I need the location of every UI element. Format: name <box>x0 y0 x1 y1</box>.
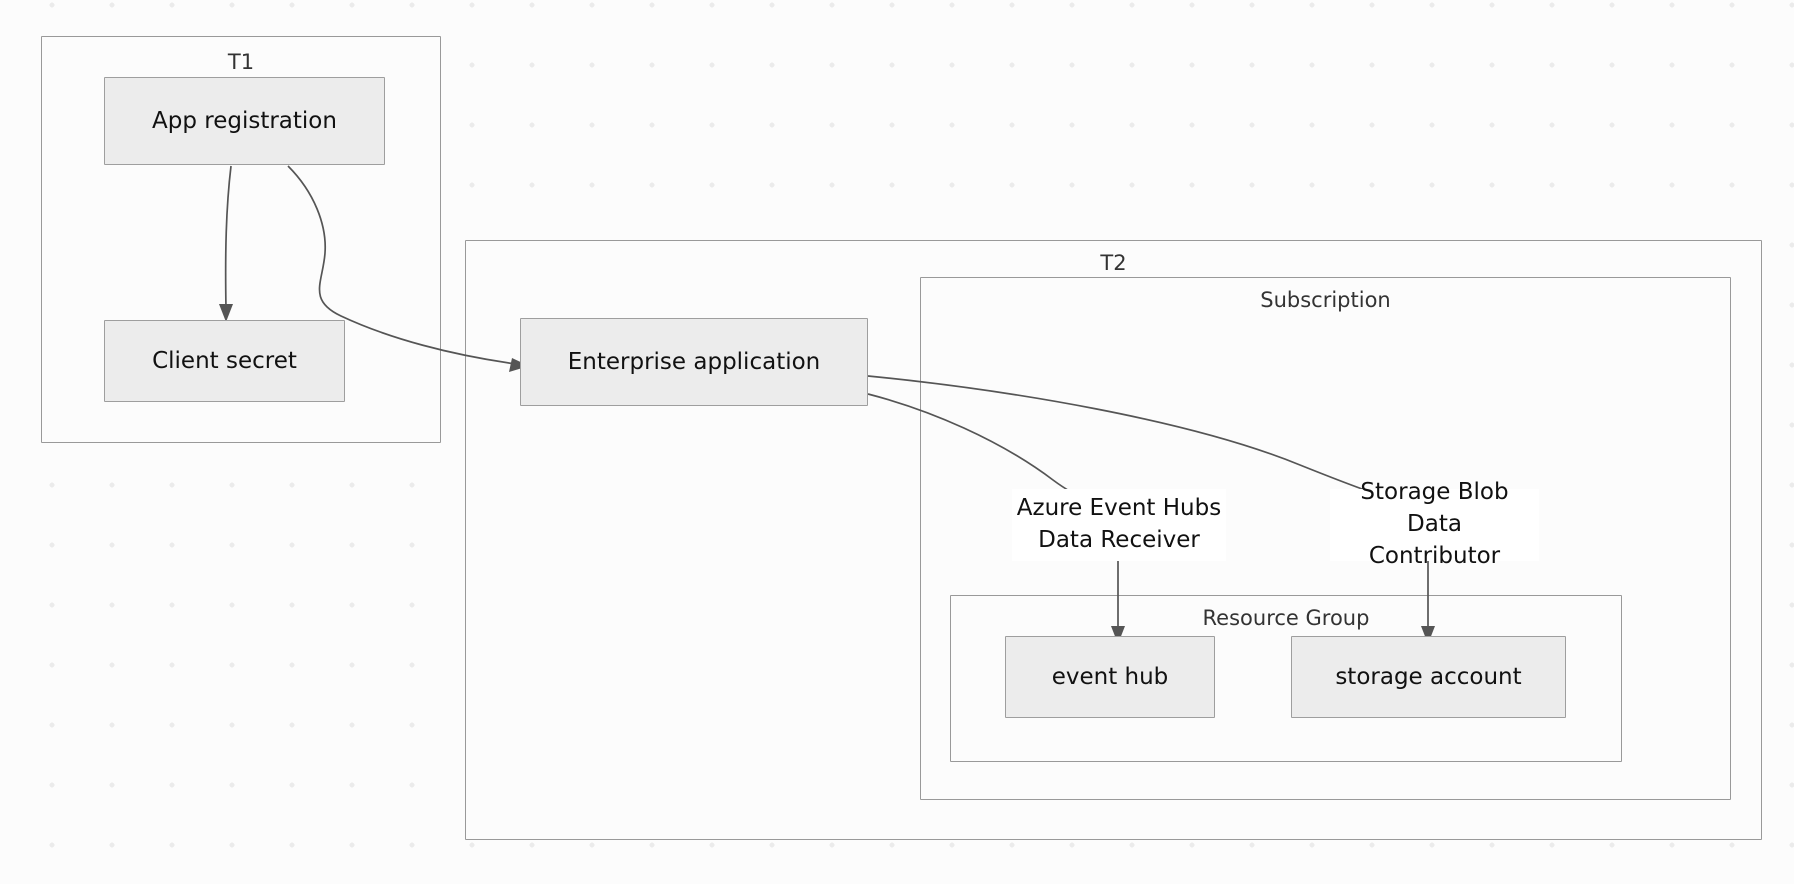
cluster-t2-label: T2 <box>1100 251 1127 275</box>
node-app-registration[interactable]: App registration <box>104 77 385 165</box>
edge-label-storage-role: Storage Blob Data Contributor <box>1330 479 1539 569</box>
cluster-t1-label: T1 <box>227 50 255 74</box>
node-event-hub[interactable]: event hub <box>1005 636 1215 718</box>
node-client-secret-label: Client secret <box>152 347 297 374</box>
cluster-resource-group-label: Resource Group <box>1202 606 1370 630</box>
node-enterprise-application[interactable]: Enterprise application <box>520 318 868 406</box>
node-client-secret[interactable]: Client secret <box>104 320 345 402</box>
node-app-registration-label: App registration <box>152 107 337 134</box>
cluster-subscription-label: Subscription <box>1260 288 1391 312</box>
node-storage-account-label: storage account <box>1335 663 1522 690</box>
node-enterprise-application-label: Enterprise application <box>567 348 821 375</box>
node-event-hub-label: event hub <box>1051 663 1169 690</box>
edge-label-event-hubs-role: Azure Event Hubs Data Receiver <box>1012 489 1226 561</box>
node-storage-account[interactable]: storage account <box>1291 636 1566 718</box>
